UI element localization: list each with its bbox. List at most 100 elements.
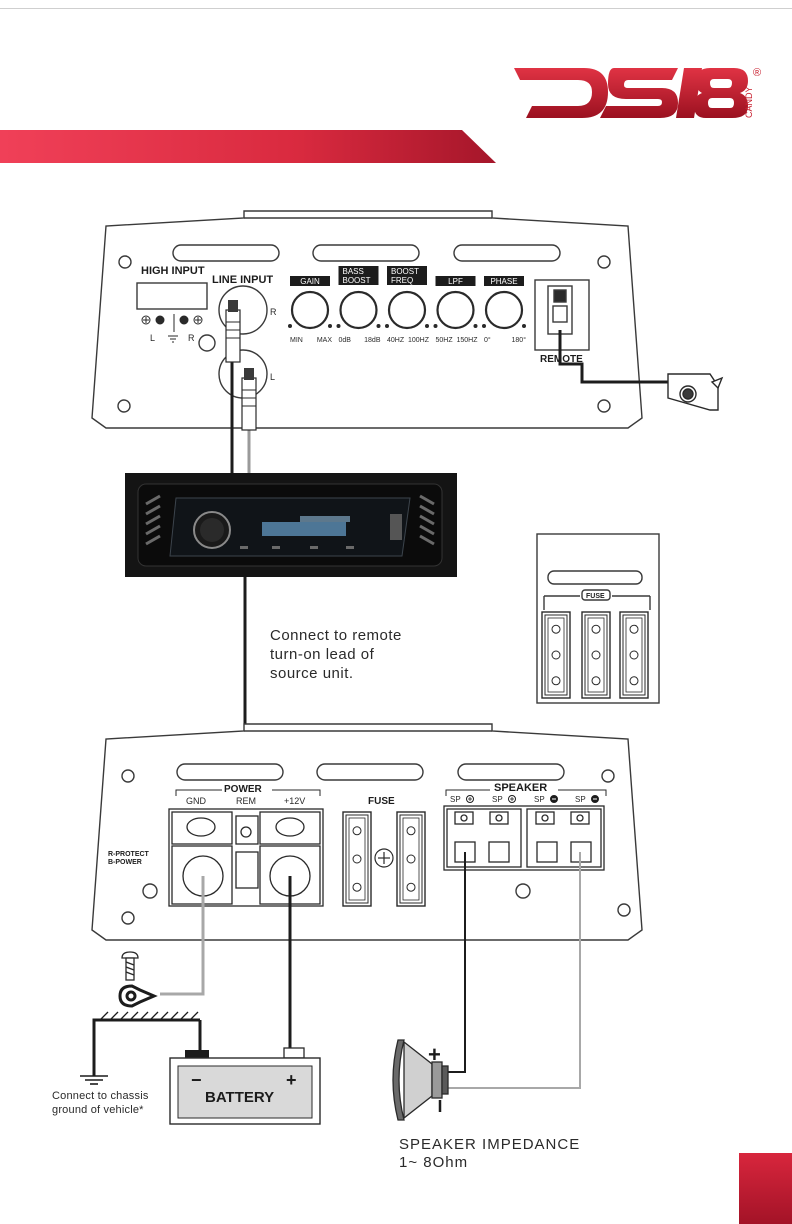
speaker-terminal-label: SP — [492, 795, 503, 804]
knob-label-box — [290, 276, 330, 286]
knob-label-box — [387, 266, 427, 285]
knob-gain[interactable]: GAIN MIN MAX — [288, 276, 332, 344]
fuse — [342, 811, 372, 907]
knob-max-dot — [376, 324, 381, 328]
led-label-power: B-POWER — [108, 859, 142, 866]
led-label-protect: R-PROTECT — [108, 851, 150, 858]
power-terminal-rem: REM — [236, 796, 256, 806]
speaker-bracket — [445, 789, 607, 796]
power-label: POWER — [224, 784, 263, 795]
speaker-terminal-block — [443, 805, 605, 871]
knob-label: PHASE — [490, 277, 517, 286]
rca-right-jack — [218, 285, 268, 335]
remote-caption-line-1: Connect to remote — [270, 627, 402, 644]
knob-min-label: 40HZ — [387, 337, 405, 344]
high-input-pins — [141, 314, 203, 343]
amp-fuses — [342, 811, 426, 907]
power-terminal-block — [168, 808, 324, 907]
ring-terminal-icon — [118, 984, 158, 1008]
red-banner — [0, 130, 496, 163]
fuse — [619, 611, 649, 699]
knob-max-dot — [328, 324, 332, 328]
remote-knob-icon — [667, 373, 724, 411]
knob-label-line-1: BASS — [343, 267, 364, 276]
head-unit — [125, 473, 457, 577]
knob-min-label: MIN — [290, 337, 303, 344]
speaker-terminal-label: SP — [575, 795, 586, 804]
speaker-positive-wire — [448, 852, 466, 1073]
knob-max-dot — [522, 324, 526, 328]
speaker-terminal-label: SP — [534, 795, 545, 804]
knob-min-dot — [482, 324, 486, 328]
knob-label-line-2: BOOST — [343, 276, 371, 285]
screw-icon — [121, 951, 139, 981]
high-input-label: HIGH INPUT — [141, 265, 205, 277]
knob-label-box — [338, 266, 379, 285]
knob-min-label: 0° — [484, 336, 491, 344]
knob-min-dot — [288, 324, 292, 328]
fuse-box-label: FUSE — [586, 593, 605, 600]
remote-port — [534, 279, 590, 351]
remote-caption: Connect to remote turn-on lead of source… — [270, 626, 402, 683]
head-unit-display — [262, 522, 346, 536]
knob-label-box — [484, 276, 524, 286]
knob-label-line-1: BOOST — [391, 267, 419, 276]
knob-label: GAIN — [300, 277, 320, 286]
knob-dial[interactable] — [290, 290, 330, 330]
high-input-connector — [136, 282, 208, 310]
battery-negative-symbol: − — [191, 1070, 202, 1090]
ds18-logo: CANDY ® — [514, 67, 761, 118]
knob-dial[interactable] — [484, 290, 524, 330]
knob-max-label: MAX — [317, 337, 333, 344]
battery-label: BATTERY — [205, 1089, 274, 1106]
battery-positive-symbol: + — [286, 1070, 297, 1090]
ground-caption-line-2: ground of vehicle* — [52, 1104, 144, 1116]
battery — [169, 1047, 321, 1125]
knob-min-label: 0dB — [339, 337, 352, 344]
ground-caption-line-1: Connect to chassis — [52, 1090, 149, 1102]
fuse-box-fuses — [541, 611, 649, 699]
knob-max-dot — [473, 324, 478, 328]
rca-cables — [225, 300, 257, 476]
knob-dial[interactable] — [339, 290, 378, 330]
amp-fuse-label: FUSE — [368, 796, 395, 807]
high-input-pin-l: L — [150, 333, 155, 343]
fuse — [396, 811, 426, 907]
registered-mark: ® — [753, 67, 761, 79]
logo-sub-mark: CANDY — [744, 86, 754, 118]
knob-label-line-2: FREQ — [391, 276, 413, 285]
knob-max-label: 100HZ — [408, 337, 430, 344]
knob-dial[interactable] — [436, 290, 475, 330]
speaker-driver-icon — [392, 1039, 449, 1121]
knob-max-dot — [425, 324, 429, 328]
knob-max-label: 180° — [512, 336, 527, 344]
knob-max-label: 18dB — [364, 337, 381, 344]
high-input-pin-r: R — [188, 333, 195, 343]
remote-label: REMOTE — [540, 354, 583, 365]
remote-caption-line-2: turn-on lead of — [270, 646, 375, 663]
speaker-label: SPEAKER — [494, 782, 547, 794]
rca-left-label: L — [270, 372, 275, 382]
fuse — [581, 611, 611, 699]
power-terminal-12v: +12V — [284, 796, 305, 806]
speaker-negative-wire — [448, 852, 581, 1089]
ground-wire — [160, 876, 205, 996]
knob-phase[interactable]: PHASE 0° 180° — [482, 276, 526, 344]
power-bracket — [175, 789, 321, 796]
ground-caption: Connect to chassis ground of vehicle* — [52, 1089, 149, 1117]
knob-dial[interactable] — [387, 290, 427, 330]
line-input-label: LINE INPUT — [212, 274, 273, 286]
power-terminal-gnd: GND — [186, 796, 207, 806]
fuse-cross-screw — [374, 848, 394, 868]
knob-min-dot — [433, 324, 438, 328]
knob-label-box — [435, 276, 476, 286]
knob-label: LPF — [448, 277, 463, 286]
rca-right-label: R — [270, 307, 277, 317]
remote-caption-line-3: source unit. — [270, 665, 354, 682]
remote-wire — [558, 330, 668, 384]
